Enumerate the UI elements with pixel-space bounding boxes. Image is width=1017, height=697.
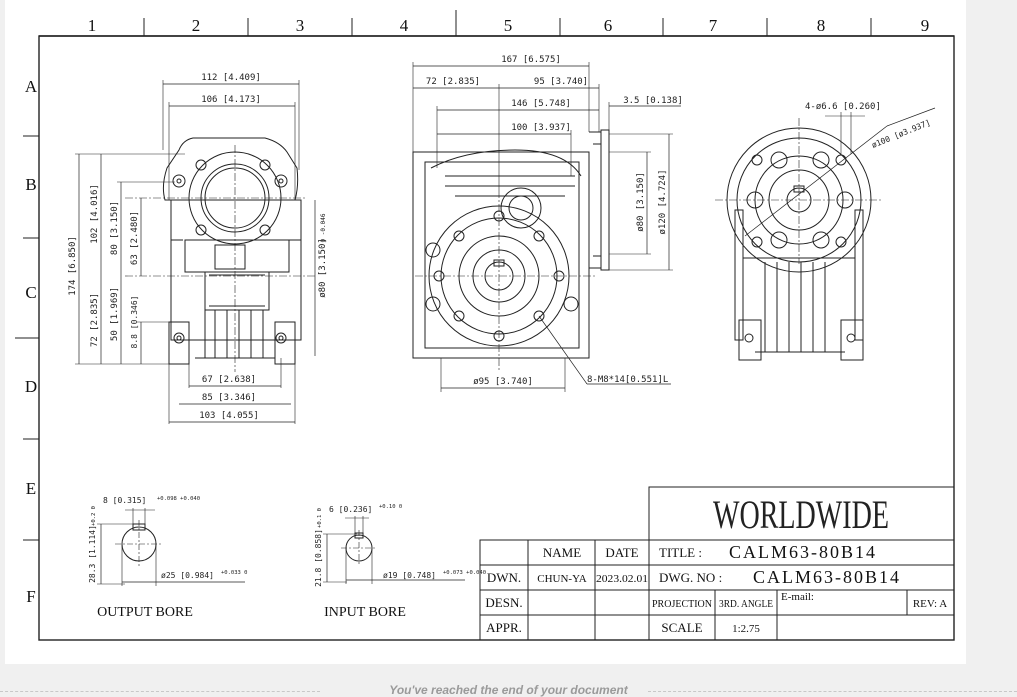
zone-row-e: E <box>26 479 36 498</box>
zone-col-4: 4 <box>400 16 409 35</box>
output-bore-caption: OUTPUT BORE <box>97 605 193 620</box>
dim-4-holes: 4-ø6.6 [0.260] <box>805 102 881 112</box>
dim-106: 106 [4.173] <box>201 95 261 105</box>
dim-100: 100 [3.937] <box>511 123 571 133</box>
column-ticks <box>143 10 872 36</box>
input-bore-height: 21.8 [0.858] <box>314 529 323 587</box>
output-bore-height-tol: +0.2 0 <box>91 506 97 526</box>
engineering-drawing: 1 2 3 4 5 6 7 8 9 A B C D E F <box>15 10 955 641</box>
dim-80-dia: ø80 [3.150] <box>636 172 646 232</box>
brand-wordmark: WORLDWIDE <box>713 492 889 537</box>
dim-102: 102 [4.016] <box>90 184 100 244</box>
dim-63: 63 [2.480] <box>130 211 140 265</box>
dim-95-top: 95 [3.740] <box>534 77 588 87</box>
input-bore-dia-tol: +0.073 +0.040 <box>443 570 486 576</box>
output-bore-key: 8 [0.315] <box>103 496 146 505</box>
revision-label: REV: A <box>913 598 947 610</box>
zone-row-a: A <box>25 77 38 96</box>
dim-72-top: 72 [2.835] <box>426 77 480 87</box>
zone-col-2: 2 <box>192 16 201 35</box>
dim-95-bottom: ø95 [3.740] <box>473 377 533 387</box>
appr-label: APPR. <box>486 620 522 635</box>
dim-112: 112 [4.409] <box>201 73 261 83</box>
dim-3-5: 3.5 [0.138] <box>623 96 683 106</box>
dim-72-vert: 72 [2.835] <box>90 293 100 347</box>
output-bore-height: 28.3 [1.114] <box>88 525 97 583</box>
zone-col-5: 5 <box>504 16 513 35</box>
email-label: E-mail: <box>781 591 814 603</box>
dim-167: 167 [6.575] <box>501 55 561 65</box>
zone-col-1: 1 <box>88 16 97 35</box>
dwn-label: DWN. <box>487 570 521 585</box>
projection-label: PROJECTION <box>652 598 712 610</box>
zone-col-8: 8 <box>817 16 826 35</box>
zone-row-d: D <box>25 377 37 396</box>
zone-col-6: 6 <box>604 16 613 35</box>
end-of-document-text: You've reached the end of your document <box>389 683 628 697</box>
dwn-name: CHUN-YA <box>537 573 587 585</box>
input-bore-key-tol: +0.10 0 <box>379 504 402 510</box>
output-bore-dia-tol: +0.033 0 <box>221 570 248 576</box>
dwg-no-label: DWG. NO : <box>659 570 722 585</box>
dim-80-vert: 80 [3.150] <box>110 201 120 255</box>
output-bore-key-tol: +0.098 +0.040 <box>157 496 200 502</box>
zone-col-9: 9 <box>921 16 930 35</box>
input-bore-caption: INPUT BORE <box>324 605 406 620</box>
zone-col-7: 7 <box>709 16 718 35</box>
side-view <box>75 80 316 424</box>
dim-85: 85 [3.346] <box>202 393 256 403</box>
title-label: TITLE : <box>659 545 702 560</box>
zone-row-c: C <box>25 283 36 302</box>
flange-view <box>715 107 936 361</box>
projection-value: 3RD. ANGLE <box>719 598 773 610</box>
name-header: NAME <box>543 545 581 560</box>
dim-m8-thread: 8-M8*14[0.551]L <box>587 375 668 385</box>
input-bore-dia: ø19 [0.748] <box>383 571 436 580</box>
input-bore-height-tol: +0.1 0 <box>317 508 323 528</box>
dim-50: 50 [1.969] <box>110 287 120 341</box>
input-bore-key: 6 [0.236] <box>329 505 372 514</box>
dim-146: 146 [5.748] <box>511 99 571 109</box>
scale-value: 1:2.75 <box>732 623 760 635</box>
zone-row-f: F <box>26 587 35 606</box>
title-block <box>479 486 955 641</box>
dim-67: 67 [2.638] <box>202 375 256 385</box>
front-view <box>412 62 681 392</box>
dwg-no-value: CALM63-80B14 <box>753 567 901 587</box>
dim-346: 8.8 [0.346] <box>130 296 139 349</box>
input-bore-detail <box>323 516 465 584</box>
document-end-footer: You've reached the end of your document <box>0 683 1017 697</box>
zone-row-b: B <box>25 175 36 194</box>
output-bore-dia: ø25 [0.984] <box>161 571 214 580</box>
dim-103: 103 [4.055] <box>199 411 259 421</box>
title-value: CALM63-80B14 <box>729 542 877 562</box>
dim-120-dia: ø120 [4.724] <box>658 169 668 234</box>
drawing-sheet: 1 2 3 4 5 6 7 8 9 A B C D E F <box>5 0 966 664</box>
dim-80-side-tol: 0 -0.046 <box>320 213 327 242</box>
dim-100-dia: ø100 [ø3.937] <box>870 118 931 150</box>
zone-col-3: 3 <box>296 16 305 35</box>
desn-label: DESN. <box>485 595 522 610</box>
dim-174: 174 [6.850] <box>68 236 78 296</box>
output-bore-detail <box>97 508 245 586</box>
date-header: DATE <box>605 545 638 560</box>
scale-label: SCALE <box>661 620 702 635</box>
dwn-date: 2023.02.01 <box>596 573 648 585</box>
row-ticks <box>15 135 39 541</box>
dim-80-side: ø80 [3.150] <box>318 238 328 298</box>
